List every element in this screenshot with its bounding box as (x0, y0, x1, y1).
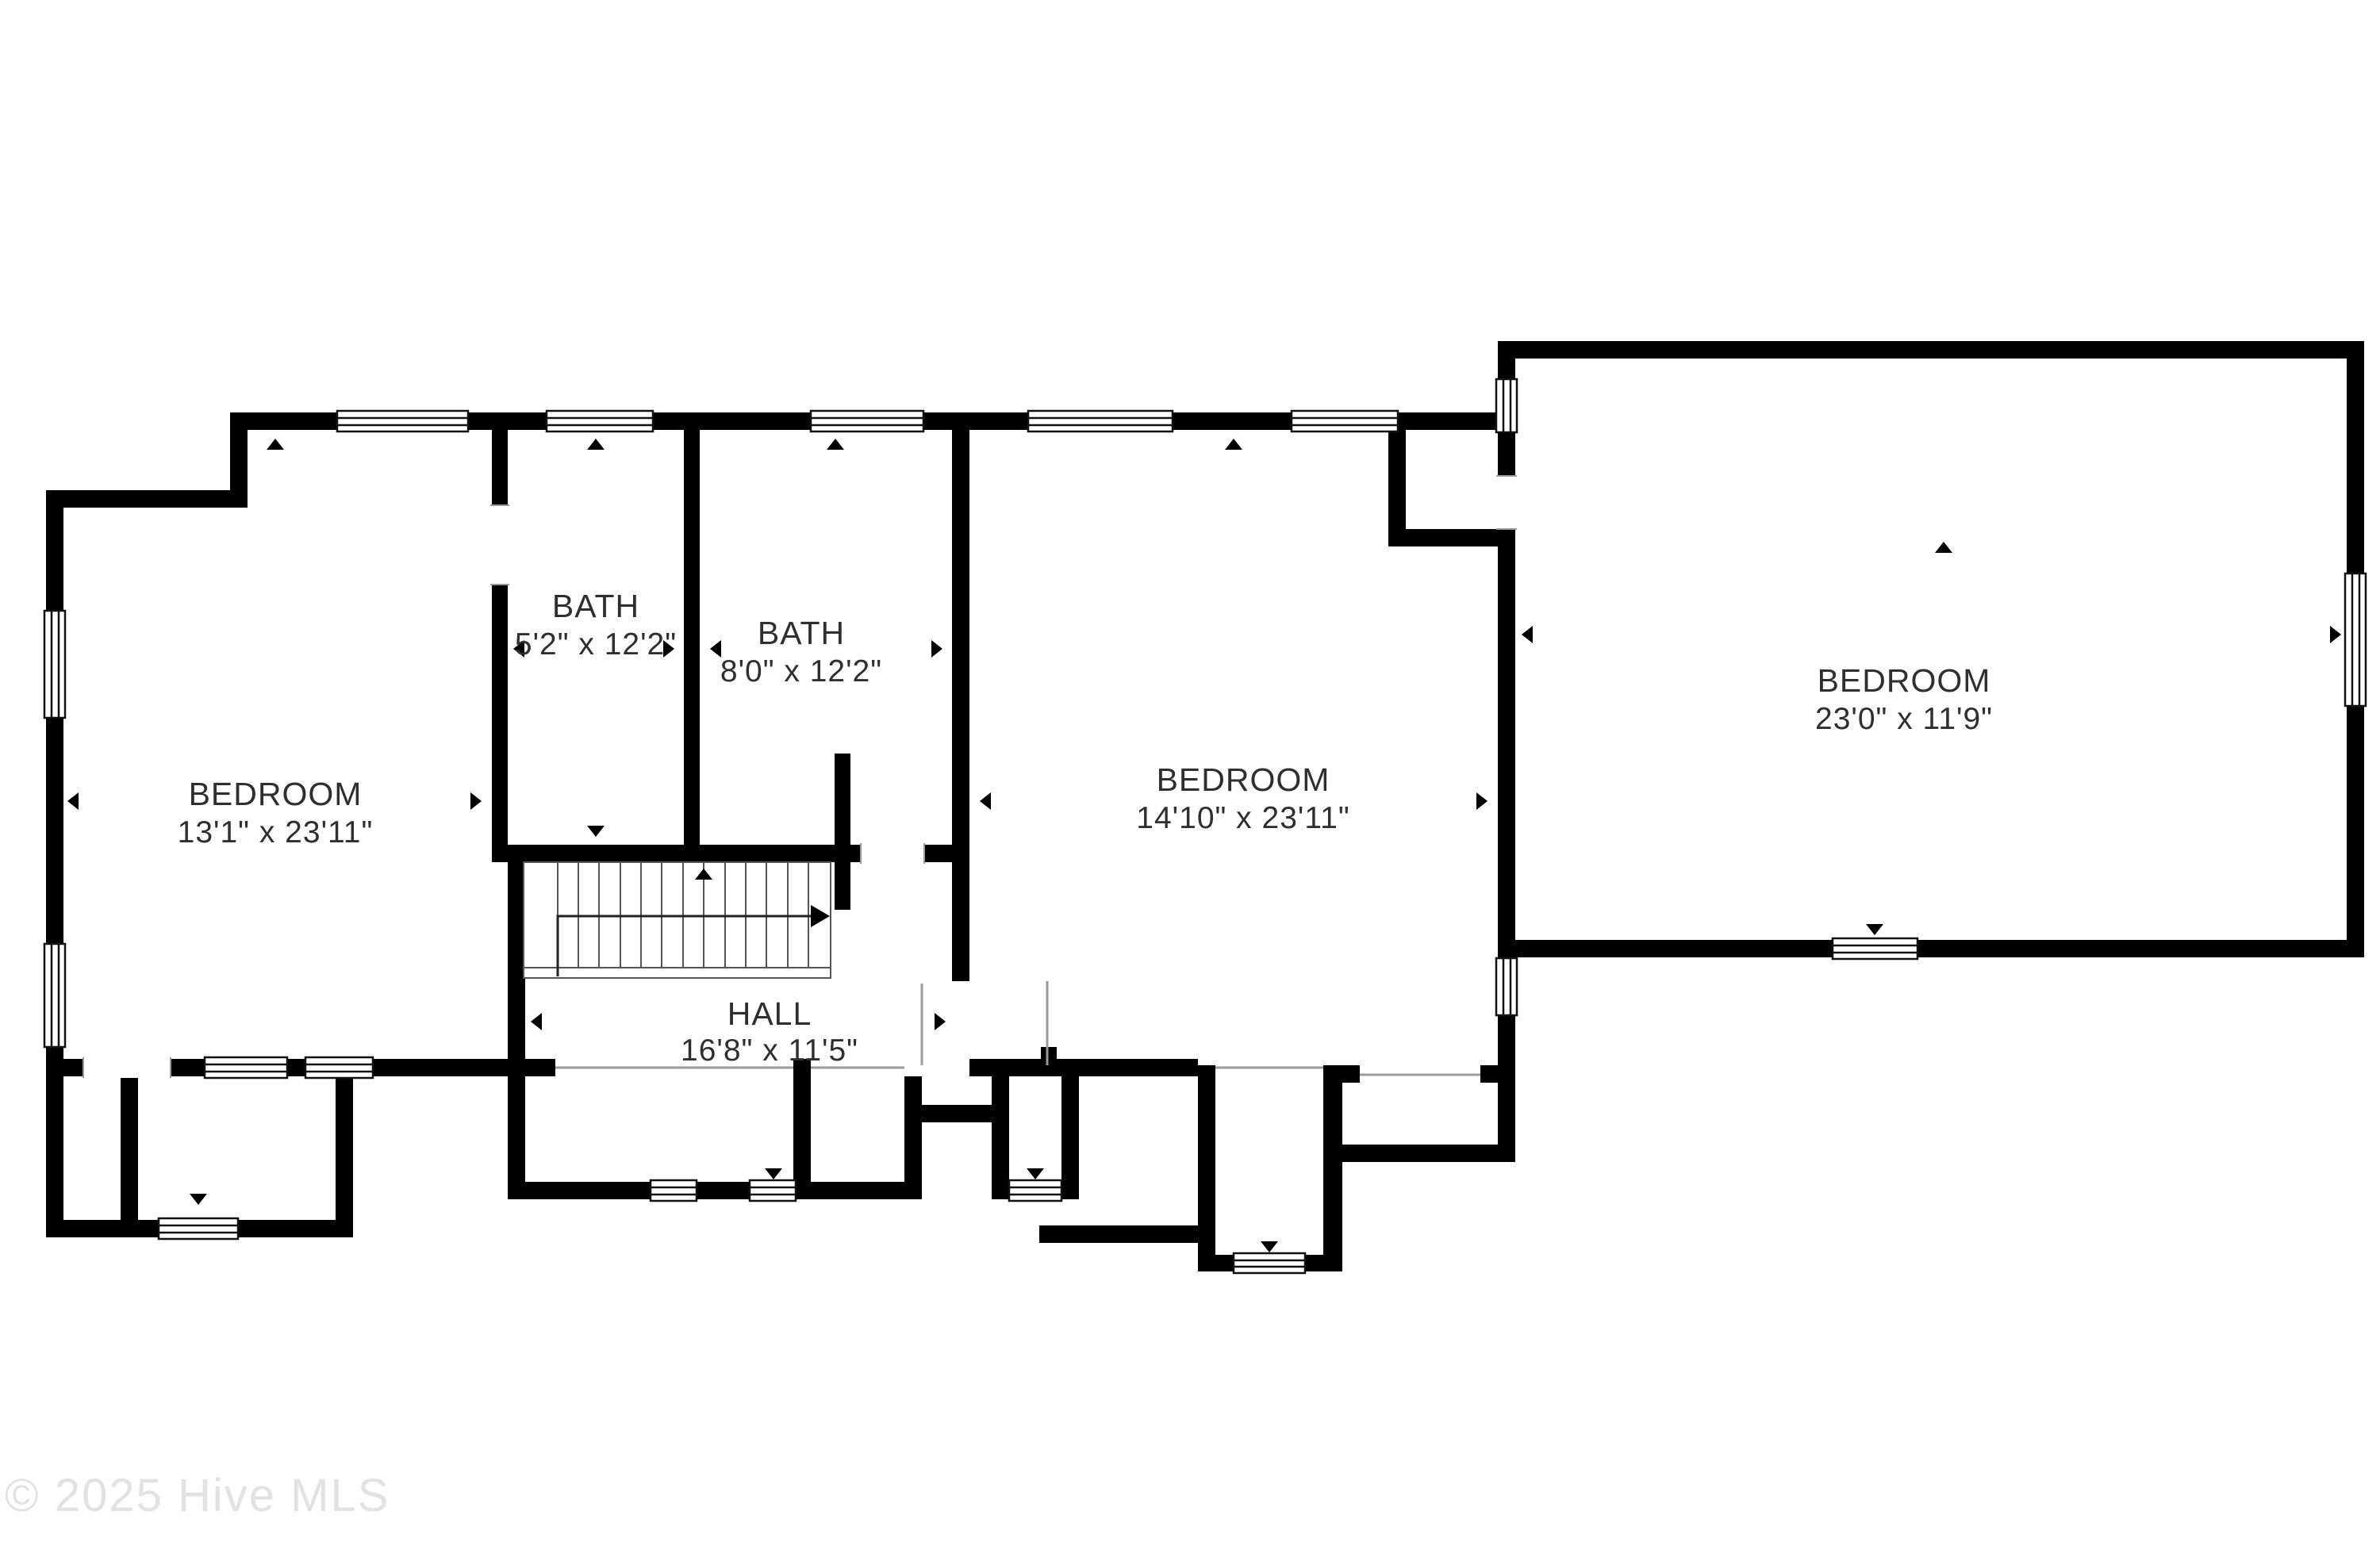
room-label-bedroom-mid-name: BEDROOM (1157, 761, 1330, 798)
arrow-up-icon (695, 869, 712, 880)
window-symbol (304, 1056, 374, 1080)
window-symbol (1027, 409, 1174, 433)
arrow-up-icon (1935, 542, 1952, 553)
room-label-bath-large-name: BATH (758, 615, 845, 651)
door-bath-small (490, 504, 509, 585)
arrow-down-icon (1261, 1241, 1278, 1252)
arrow-left-icon (513, 640, 524, 658)
window-symbol (1008, 1179, 1063, 1202)
window-symbol (809, 409, 925, 433)
arrow-down-icon (765, 1168, 782, 1179)
window-symbol (649, 1179, 698, 1202)
window-symbol (2344, 572, 2367, 708)
window-symbol (1232, 1252, 1307, 1275)
arrow-up-icon (267, 439, 284, 450)
stairs-direction-arrow (556, 905, 830, 976)
room-label-bath-large-dims: 8'0" x 12'2" (720, 654, 882, 688)
window-symbol (43, 609, 67, 719)
room-label-bedroom-left-dims: 13'1" x 23'11" (178, 815, 374, 849)
arrow-up-icon (587, 439, 605, 450)
door-bedroom-right (1496, 475, 1517, 530)
arrow-left-icon (710, 640, 721, 658)
window-symbol (545, 409, 654, 433)
arrow-down-icon (190, 1194, 207, 1205)
door-bedroom-left-dormer (83, 1057, 171, 1078)
window-symbol (203, 1056, 289, 1080)
stairs (523, 861, 831, 979)
arrow-right-icon (935, 1013, 946, 1030)
window-symbol (1831, 937, 1919, 961)
arrow-up-icon (1225, 439, 1242, 450)
arrow-down-icon (587, 826, 605, 837)
arrow-left-icon (531, 1013, 542, 1030)
arrow-right-icon (470, 792, 482, 810)
window-symbol (1495, 957, 1518, 1017)
room-label-bath-small-name: BATH (552, 588, 639, 624)
arrow-right-icon (1476, 792, 1488, 810)
room-labels: BEDROOM 13'1" x 23'11" BATH 5'2" x 12'2"… (178, 588, 1993, 1068)
room-label-bedroom-mid-dims: 14'10" x 23'11" (1136, 801, 1349, 835)
window-symbol (1495, 378, 1518, 434)
dimension-arrows (67, 439, 2341, 1252)
arrow-down-icon (1027, 1168, 1044, 1179)
room-label-hall-name: HALL (727, 995, 812, 1032)
arrow-left-icon (67, 792, 79, 810)
arrow-right-icon (663, 640, 674, 658)
window-symbol (1290, 409, 1399, 433)
window-symbol (748, 1179, 797, 1202)
arrow-down-icon (1866, 924, 1883, 935)
room-label-bedroom-right-name: BEDROOM (1818, 662, 1991, 699)
room-label-bedroom-right-dims: 23'0" x 11'9" (1815, 702, 1993, 736)
arrow-up-icon (827, 439, 844, 450)
open-boundary-lines (555, 981, 1480, 1076)
windows (43, 378, 2367, 1275)
watermark: © 2025 Hive MLS (5, 1470, 390, 1521)
room-label-bath-small-dims: 5'2" x 12'2" (515, 627, 677, 662)
room-label-hall-dims: 16'8" x 11'5" (681, 1034, 858, 1068)
window-symbol (43, 942, 67, 1049)
arrow-left-icon (1522, 626, 1533, 643)
window-symbol (336, 409, 470, 433)
room-label-bedroom-left-name: BEDROOM (189, 776, 363, 812)
window-symbol (157, 1217, 240, 1241)
arrow-left-icon (980, 792, 991, 810)
door-openings (83, 475, 1517, 1078)
arrow-right-icon (2330, 626, 2341, 643)
arrow-right-icon (931, 640, 942, 658)
door-bath-large (860, 843, 925, 864)
